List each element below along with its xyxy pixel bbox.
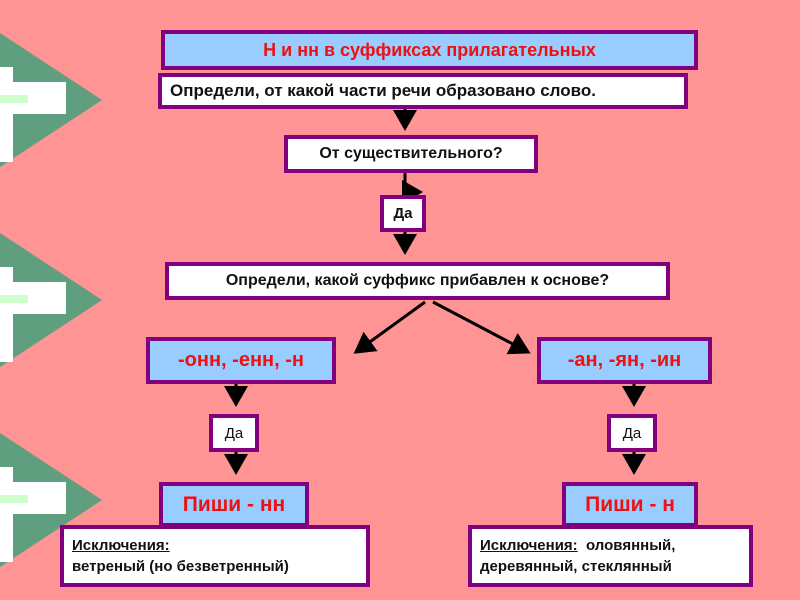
plus-arrow-icon [0, 233, 102, 367]
exceptions-left: Исключения: ветреный (но безветренный) [60, 525, 370, 587]
rule-write-nn: Пиши - нн [159, 482, 309, 527]
suffixes-onn-enn-n: -онн, -енн, -н [146, 337, 336, 384]
exceptions-text: деревянный, стеклянный [480, 558, 672, 575]
yes-label: Да [607, 414, 657, 452]
exceptions-text: оловянный, [586, 537, 676, 554]
exceptions-label: Исключения: [480, 537, 578, 554]
suffixes-text: -онн, -енн, -н [178, 349, 304, 371]
suffixes-an-yan-in: -ан, -ян, -ин [537, 337, 712, 384]
plus-arrow-icon [0, 33, 102, 167]
yes-text: Да [622, 424, 642, 442]
rule-text: Пиши - н [585, 492, 675, 516]
diagram-title: Н и нн в суффиксах прилагательных [161, 30, 698, 70]
yes-text: Да [393, 205, 413, 222]
exceptions-label: Исключения: [72, 537, 170, 554]
arrow-right-branch [432, 300, 531, 355]
step-determine-part-of-speech: Определи, от какой части речи образовано… [158, 73, 688, 109]
step-text: Определи, от какой части речи образовано… [170, 81, 596, 100]
question-from-noun: От существительного? [284, 135, 538, 173]
arrow-left-branch [353, 300, 426, 354]
plus-arrow-icon [0, 433, 102, 567]
question-text: Определи, какой суффикс прибавлен к осно… [225, 272, 610, 289]
question-text: От существительного? [319, 145, 503, 162]
suffixes-text: -ан, -ян, -ин [567, 349, 682, 371]
rule-text: Пиши - нн [182, 492, 286, 516]
exceptions-text: ветреный (но безветренный) [72, 558, 289, 575]
yes-label: Да [380, 195, 426, 232]
yes-label: Да [209, 414, 259, 452]
rule-write-n: Пиши - н [562, 482, 698, 527]
question-determine-suffix: Определи, какой суффикс прибавлен к осно… [165, 262, 670, 300]
exceptions-right: Исключения: оловянный, деревянный, стекл… [468, 525, 753, 587]
title-text: Н и нн в суффиксах прилагательных [263, 39, 596, 60]
yes-text: Да [224, 424, 244, 442]
exceptions-line-1: Исключения: оловянный, [480, 535, 675, 556]
